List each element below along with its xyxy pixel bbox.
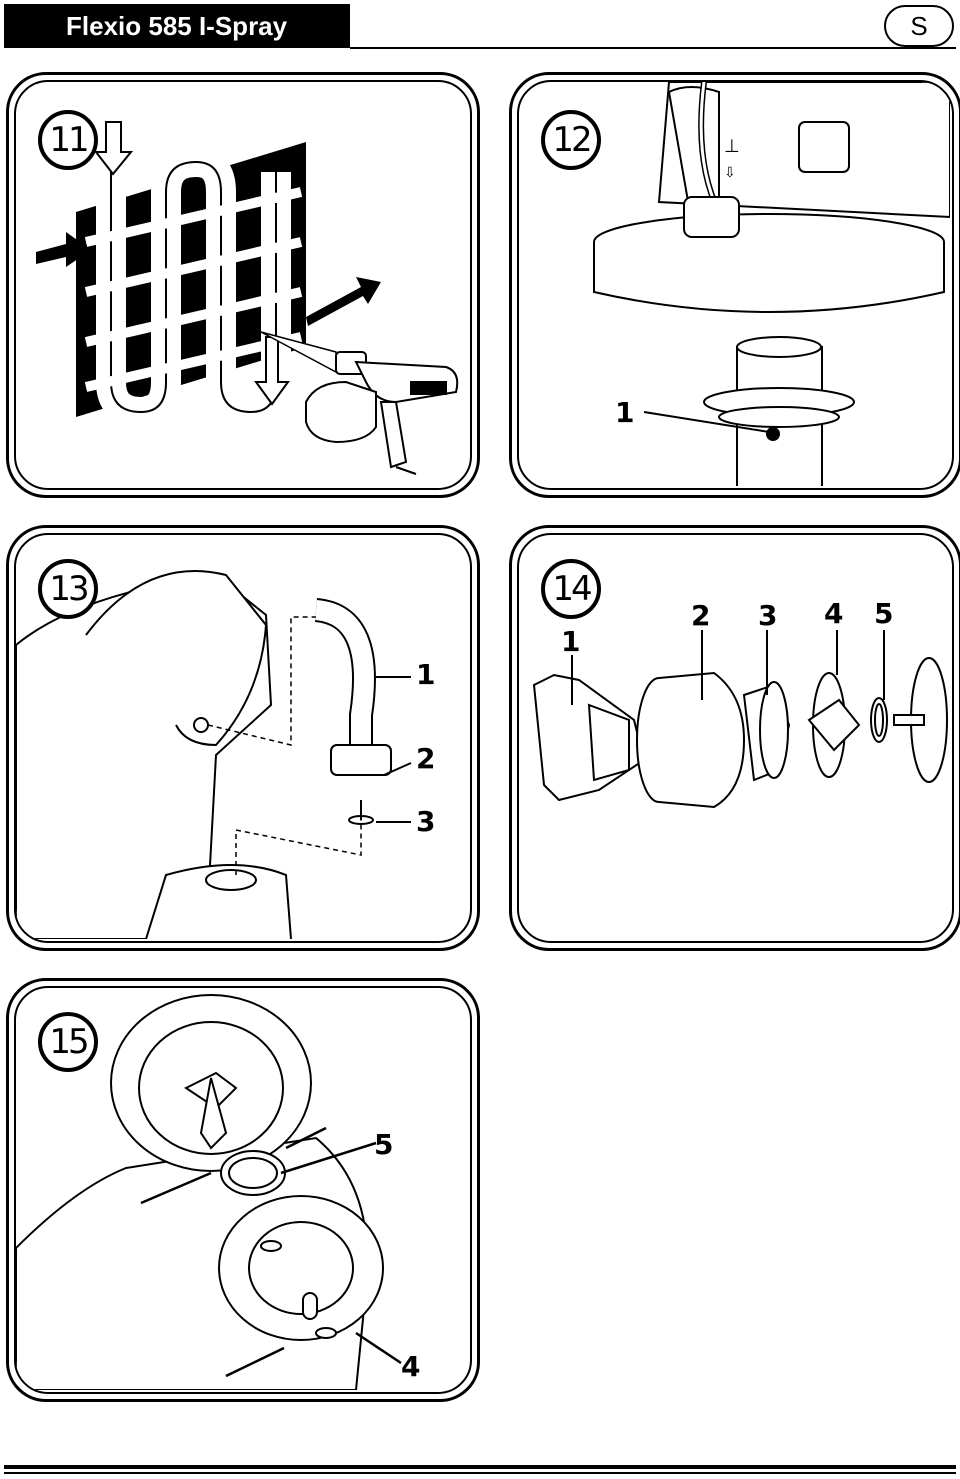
panel-step-12: ⊥ ⇩ 12 1	[509, 72, 960, 498]
step-number-badge: 15	[38, 1012, 98, 1072]
svg-text:⊥: ⊥	[724, 136, 740, 157]
footer-rule-thin	[4, 1472, 956, 1474]
step-number-badge: 12	[541, 110, 601, 170]
callout-4: 4	[401, 1350, 421, 1383]
header-rule	[350, 47, 956, 49]
suction-tube-illustration	[16, 570, 412, 939]
callout-1: 1	[561, 625, 581, 658]
callout-4: 4	[824, 597, 844, 630]
callout-5: 5	[374, 1128, 394, 1161]
exploded-parts-illustration	[532, 630, 948, 809]
callout-2: 2	[691, 599, 711, 632]
step-number-badge: 13	[38, 559, 98, 619]
panel-step-15: 15 5 4	[6, 978, 480, 1402]
spray-pattern-illustration	[36, 121, 459, 475]
callout-1: 1	[615, 396, 635, 429]
step-number-badge: 11	[38, 110, 98, 170]
footer-rule-thick	[4, 1465, 956, 1469]
panel-step-11: 11	[6, 72, 480, 498]
callout-2: 2	[416, 742, 436, 775]
callout-5: 5	[874, 597, 894, 630]
panel-step-13: 13 1 2 3	[6, 525, 480, 951]
sprayer-base-illustration: ⊥ ⇩	[593, 82, 950, 486]
svg-text:⇩: ⇩	[724, 165, 736, 181]
panel-step-14: 14 1 2 3 4 5	[509, 525, 960, 951]
callout-3: 3	[758, 599, 778, 632]
panel-frame: 11	[14, 80, 472, 490]
callout-3: 3	[416, 805, 436, 838]
language-badge: S	[884, 5, 954, 47]
document-title: Flexio 585 I-Spray	[4, 4, 350, 48]
nozzle-reassembly-illustration	[16, 994, 402, 1390]
panel-frame: 14 1 2 3 4 5	[517, 533, 954, 943]
panel-frame: 15 5 4	[14, 986, 472, 1394]
panel-frame: ⊥ ⇩ 12 1	[517, 80, 954, 490]
panel-frame: 13 1 2 3	[14, 533, 472, 943]
step-number-badge: 14	[541, 559, 601, 619]
callout-1: 1	[416, 658, 436, 691]
